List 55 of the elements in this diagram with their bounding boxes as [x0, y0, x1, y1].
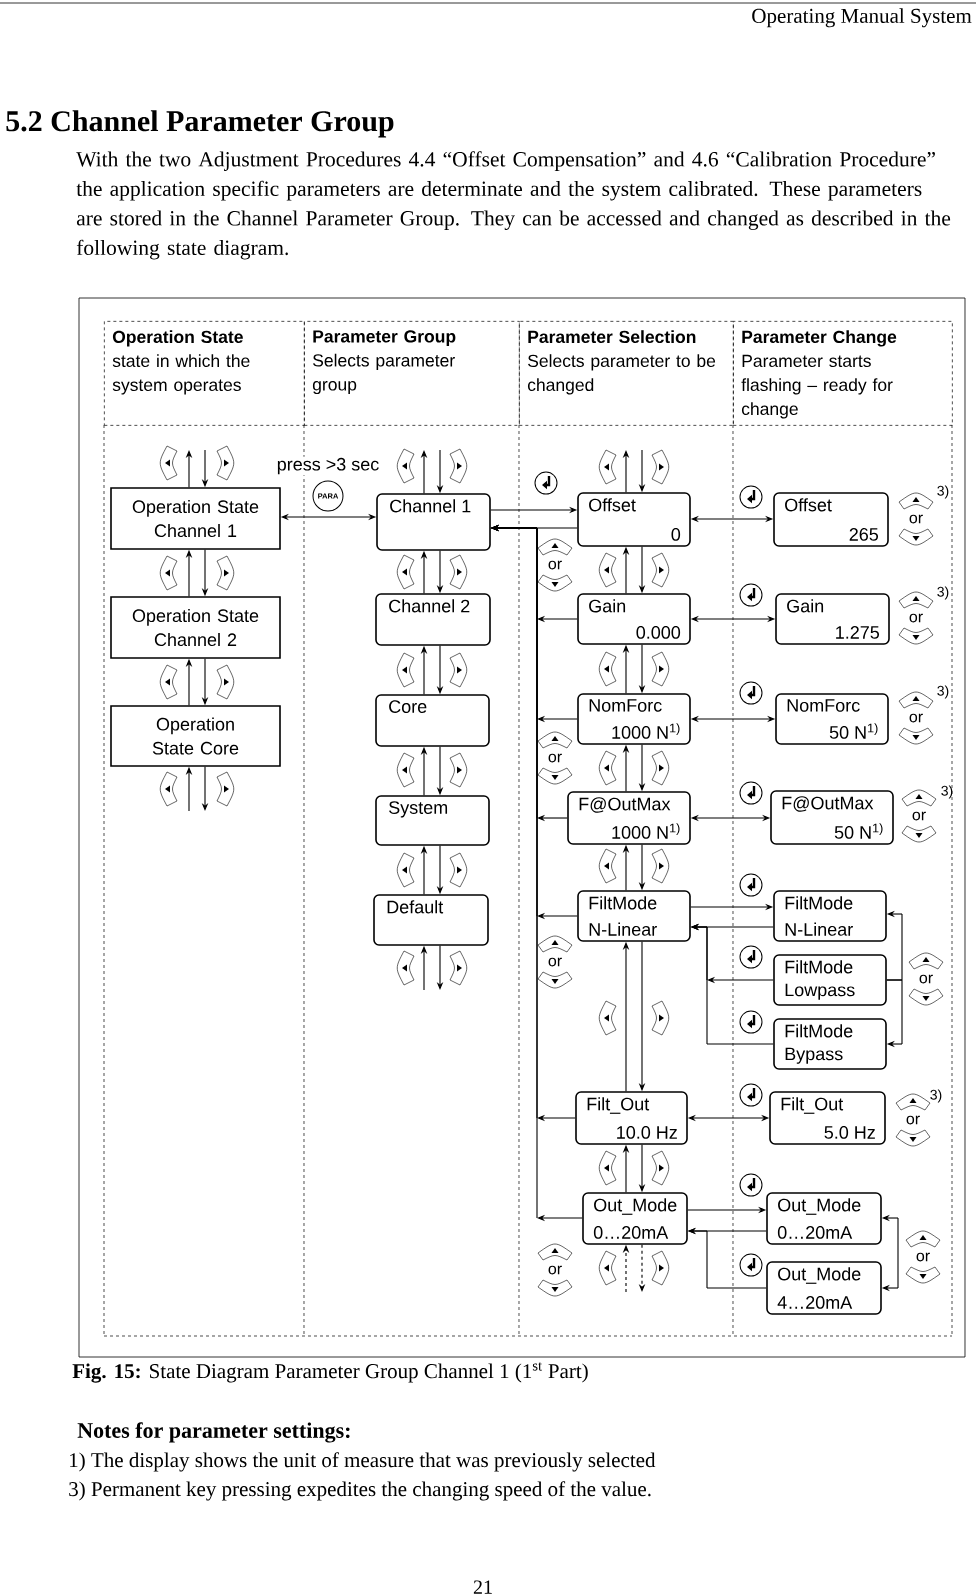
footnote-mark: 3) — [941, 785, 953, 799]
display-box: Out_Mode 4…20mA — [766, 1261, 882, 1315]
note-text: 1) The display shows the unit of measure that was previously selected — [70, 1452, 656, 1472]
arrow — [886, 979, 903, 1048]
display-box: Gain 0.000 — [577, 593, 691, 645]
display-box: Filt_Out 10.0 Hz — [575, 1091, 688, 1145]
or-label: or — [919, 974, 933, 984]
display-box: NomForc 50 N$^{1)}$ — [775, 693, 889, 745]
or-label: or — [548, 560, 562, 570]
footnote-mark: 3) — [930, 1089, 942, 1103]
display-box: FiltMode Bypass — [773, 1018, 887, 1070]
display-box: Offset 265 — [773, 492, 889, 547]
figure-caption: Fig. 15: State Diagram Parameter Group Channel 1 (1$^{st}$ Part) — [72, 1362, 588, 1383]
state-box: Operation State Core — [110, 705, 281, 767]
or-label: or — [916, 1252, 930, 1262]
page-header: Operating Manual System — [752, 8, 972, 28]
column-header: Parameter Change Parameter starts flashing – ready for change — [733, 321, 953, 426]
or-label: or — [909, 713, 923, 723]
display-box: System — [375, 795, 490, 846]
state-box: Operation State Channel 1 — [110, 487, 281, 550]
intro-paragraph: With the two Adjustment Procedures 4.4 “Offset Compensation” and 4.6 “Calibration Procedure” the application specific parameters are determinate and the system calibrated. These parameters are stored in the Channel Parameter Group. They can be accessed and changed as described in the following state diagram. — [76, 151, 951, 260]
display-box: Default — [373, 894, 489, 946]
display-box: Channel 2 — [375, 593, 491, 646]
footnote-mark: 3) — [937, 485, 949, 499]
display-box: Channel 1 — [376, 493, 491, 551]
display-box: F@OutMax 1000 N$^{1)}$ — [567, 791, 691, 845]
display-box: Offset 0 — [577, 492, 691, 547]
section-title: 5.2 Channel Parameter Group — [6, 110, 394, 138]
display-box: Out_Mode 0…20mA — [766, 1192, 882, 1245]
column-header: Parameter Selection Selects parameter to be changed — [519, 321, 734, 426]
display-box: F@OutMax 50 N$^{1)}$ — [770, 790, 894, 845]
edge-label: press >3 sec — [275, 456, 381, 476]
footnote-mark: 3) — [937, 586, 949, 600]
footnote-mark: 3) — [937, 685, 949, 699]
display-box: FiltMode Lowpass — [773, 954, 887, 1006]
or-label: or — [912, 811, 926, 821]
or-label: or — [548, 957, 562, 967]
or-label: or — [548, 753, 562, 763]
note-heading: Notes for parameter settings: — [77, 1422, 350, 1443]
or-label: or — [548, 1265, 562, 1275]
page-number: 21 — [473, 1580, 492, 1594]
display-box: Out_Mode 0…20mA — [582, 1192, 688, 1245]
display-box: NomForc 1000 N$^{1)}$ — [577, 693, 691, 745]
column-header: Parameter Group Selects parameter group — [304, 321, 520, 426]
or-label: or — [906, 1115, 920, 1125]
display-box: Filt_Out 5.0 Hz — [769, 1091, 886, 1145]
state-box: Operation State Channel 2 — [110, 596, 281, 659]
or-label: or — [909, 514, 923, 524]
or-label: or — [909, 613, 923, 623]
column-header: Operation State state in which the system operates — [104, 321, 305, 426]
display-box: FiltMode N-Linear — [773, 890, 887, 942]
note-text: 3) Permanent key pressing expedites the changing speed of the value. — [69, 1481, 651, 1501]
display-box: FiltMode N-Linear — [577, 890, 691, 942]
display-box: Core — [375, 694, 490, 747]
display-box: Gain 1.275 — [775, 593, 890, 645]
